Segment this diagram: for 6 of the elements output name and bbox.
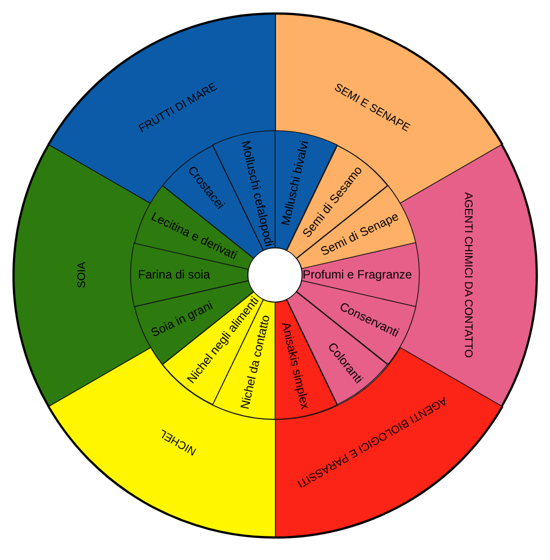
subcategory-label: Profumi e Fragranze (302, 268, 412, 282)
subcategory-label: Anisakis simplex (279, 320, 312, 410)
category-label: AGENTI CHIMICI DA CONTATTO (462, 192, 474, 358)
category-label: SOIA (76, 262, 88, 288)
subcategory-label: Molluschi cefalopodi (238, 140, 275, 248)
subcategory-label: Farina di soia (138, 268, 210, 282)
